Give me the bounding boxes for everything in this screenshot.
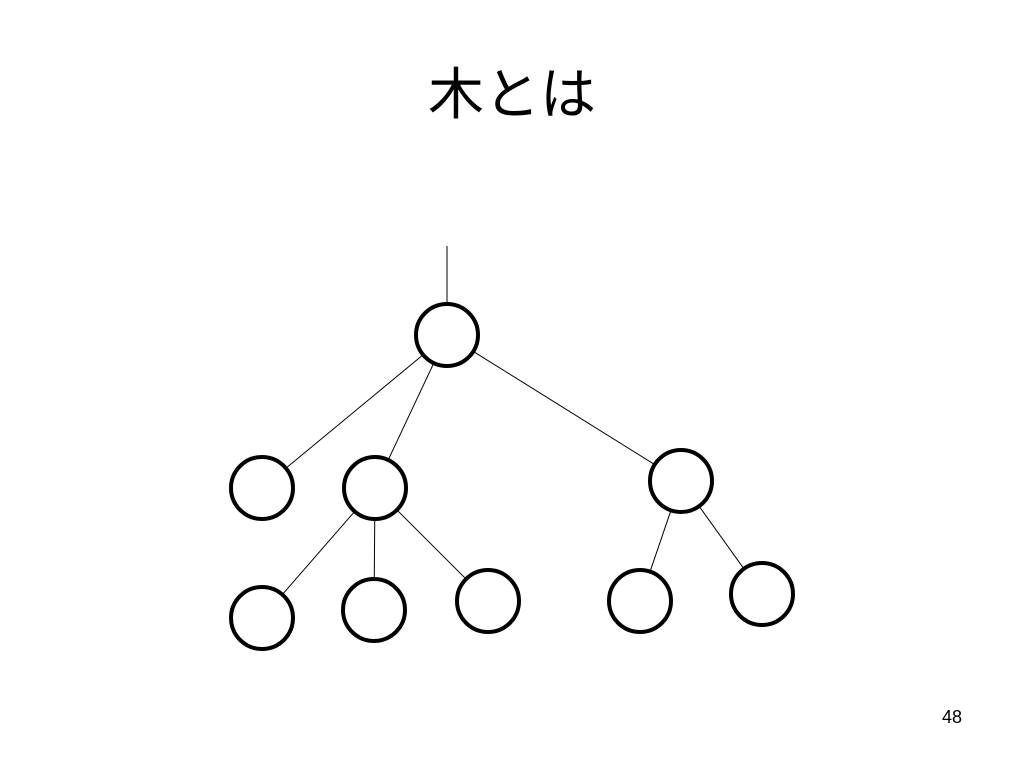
tree-nodes [229, 302, 795, 651]
tree-node-grandchild-2-1 [229, 585, 295, 651]
tree-node-grandchild-2-3 [455, 568, 521, 634]
tree-edge-root-child-2 [387, 362, 435, 461]
tree-node-root [414, 302, 480, 368]
tree-edge-child-3-grandchild-3-1 [649, 510, 672, 572]
tree-edge-root-child-1 [285, 354, 424, 469]
tree-node-child-1 [229, 455, 295, 521]
tree-edge-root-child-3 [473, 350, 655, 466]
tree-edge-child-3-grandchild-3-2 [698, 505, 745, 570]
page-number: 48 [941, 707, 962, 727]
tree-node-grandchild-3-2 [729, 561, 795, 627]
tree-node-grandchild-2-2 [341, 577, 407, 643]
slide-title: 木とは [428, 63, 596, 128]
tree-edge-child-2-grandchild-2-3 [396, 509, 467, 580]
tree-node-child-3 [648, 448, 714, 514]
tree-node-grandchild-3-1 [607, 568, 673, 634]
tree-node-child-2 [342, 455, 408, 521]
tree-edge-child-2-grandchild-2-1 [281, 511, 356, 595]
tree-edges [281, 246, 745, 595]
